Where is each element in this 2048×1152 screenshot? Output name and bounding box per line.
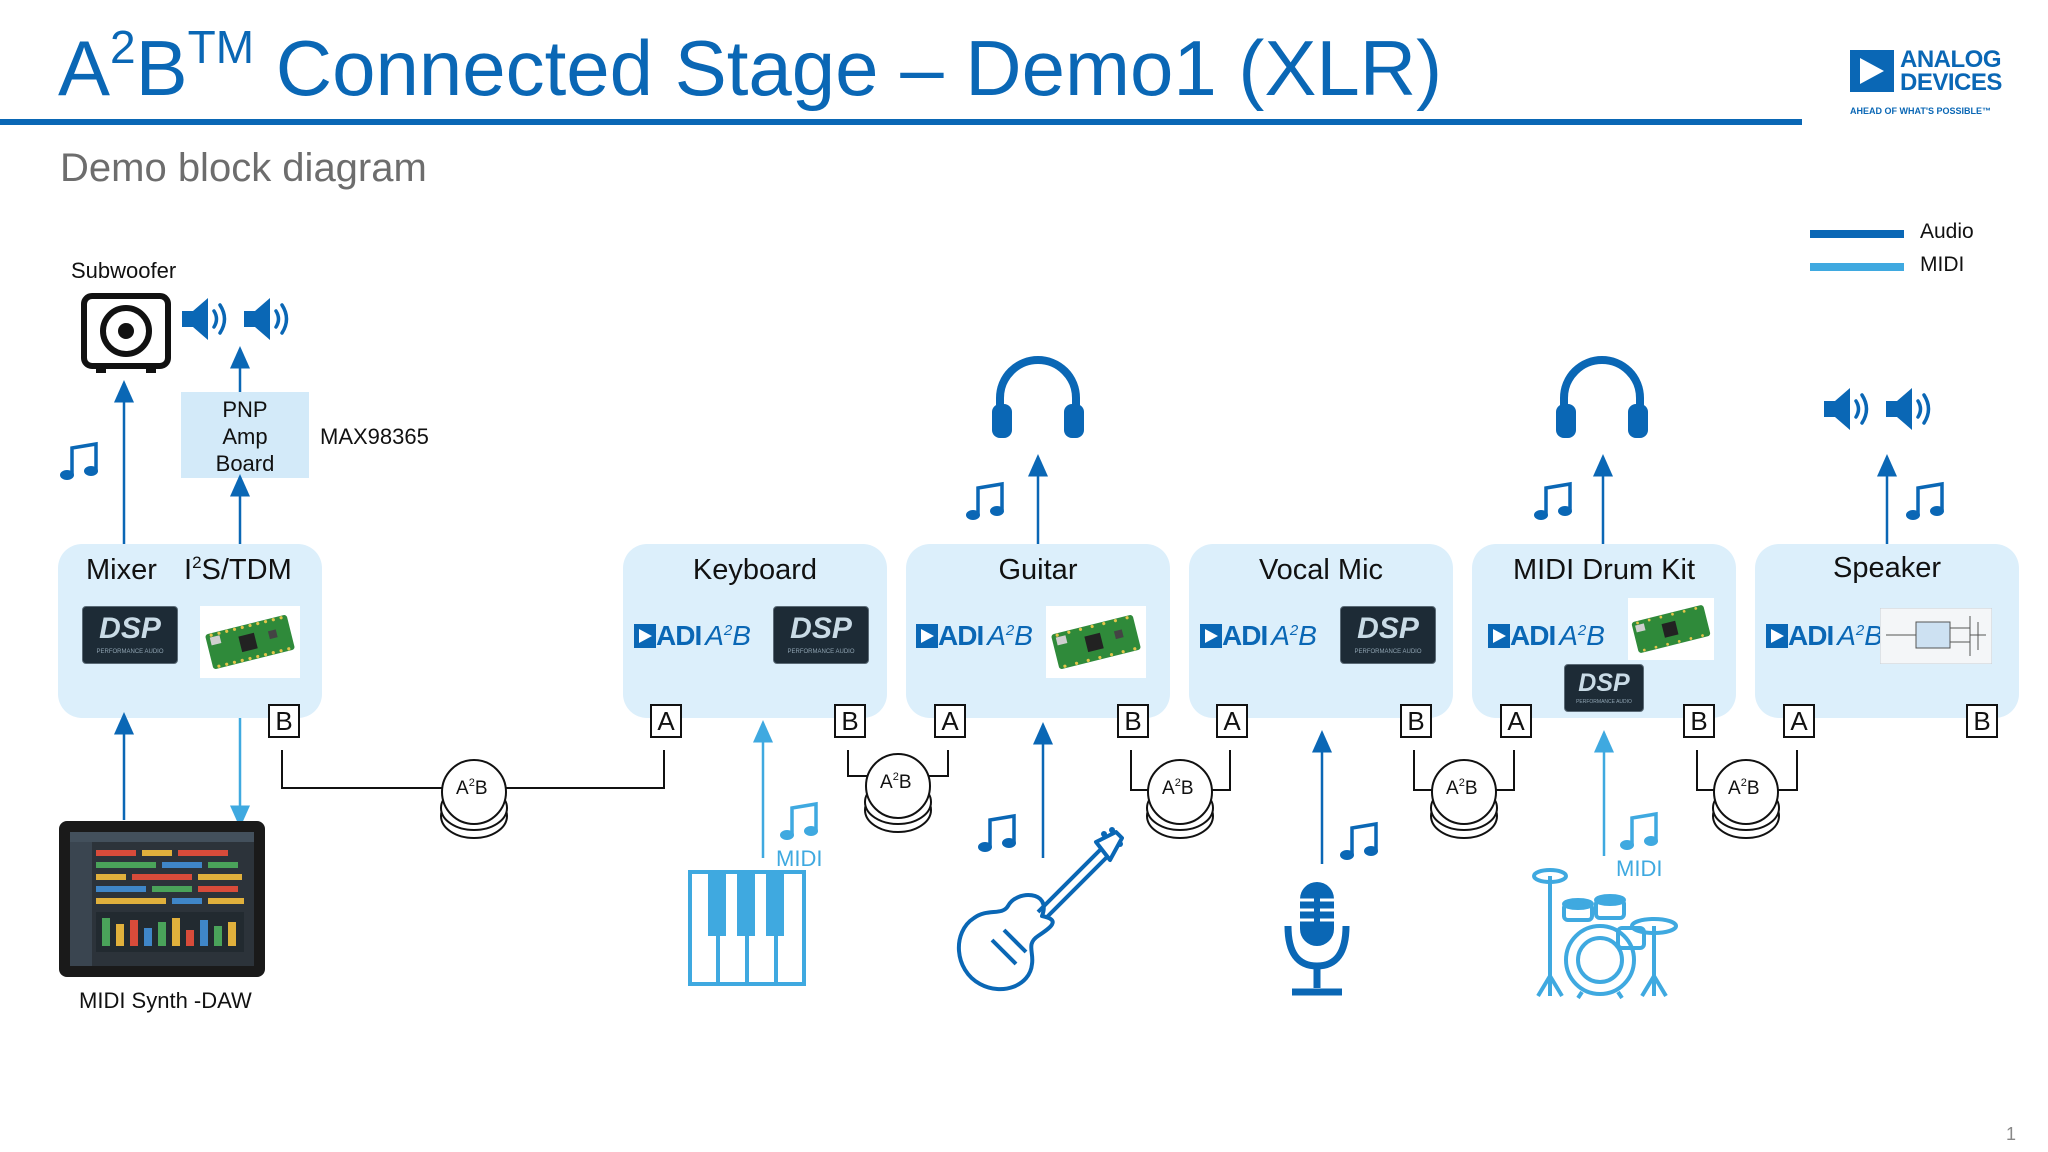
dsp-chip-icon: DSP PERFORMANCE AUDIO <box>1564 664 1644 712</box>
legend-audio-swatch <box>1810 230 1904 238</box>
logo-tagline: AHEAD OF WHAT'S POSSIBLE™ <box>1850 106 1991 116</box>
music-note-icon <box>1340 821 1378 860</box>
terminal-b: B <box>268 704 300 738</box>
analog-devices-logo: ANALOG DEVICES AHEAD OF WHAT'S POSSIBLE™ <box>1850 46 2030 120</box>
logo-mark-icon <box>1850 50 1894 92</box>
music-note-icon <box>1906 481 1944 520</box>
adi-mark-icon <box>1488 624 1510 648</box>
speaker-volume-icon <box>182 298 227 340</box>
music-note-icon <box>978 813 1016 852</box>
dsp-chip-icon: DSP PERFORMANCE AUDIO <box>82 606 178 664</box>
legend-midi-label: MIDI <box>1920 253 1965 276</box>
midi-note-icon <box>1620 811 1658 850</box>
a2b-cable-label: A2B <box>456 777 488 800</box>
page-number: 1 <box>2006 1124 2017 1144</box>
speaker-volume-icon <box>1824 388 1869 430</box>
music-note-icon <box>60 441 98 480</box>
a2b-cable-icon <box>1712 759 1780 839</box>
speaker-volume-icon <box>1886 388 1931 430</box>
a2b-cable-label: A2B <box>880 771 912 794</box>
headphones-icon <box>992 356 1084 438</box>
speaker-volume-icon <box>244 298 289 340</box>
terminal-a: A <box>1500 704 1532 738</box>
a2b-cable-icon <box>440 759 508 839</box>
page-title: A2BTM Connected Stage – Demo1 (XLR) <box>58 21 1443 112</box>
terminal-a: A <box>1783 704 1815 738</box>
a2b-cable-icon <box>864 753 932 833</box>
terminal-a: A <box>934 704 966 738</box>
logo-line2: DEVICES <box>1900 69 2002 96</box>
title-rule <box>0 119 1802 125</box>
guitar-title: Guitar <box>998 554 1078 586</box>
max98365-label: MAX98365 <box>320 424 429 449</box>
subwoofer-label: Subwoofer <box>71 258 177 283</box>
microphone-icon <box>1284 882 1350 996</box>
a2b-cable-icon <box>1146 759 1214 839</box>
amp-schematic-icon <box>1880 608 1992 664</box>
midi-note-icon <box>780 801 818 840</box>
music-note-icon <box>1534 481 1572 520</box>
terminal-b: B <box>834 704 866 738</box>
music-note-icon <box>966 481 1004 520</box>
a2b-cable-label: A2B <box>1446 777 1478 800</box>
daw-label: MIDI Synth -DAW <box>79 988 252 1013</box>
a2b-cable-label: A2B <box>1728 777 1760 800</box>
pico-board-icon <box>1628 598 1714 660</box>
terminal-b: B <box>1400 704 1432 738</box>
piano-keyboard-icon <box>688 870 806 986</box>
dsp-chip-icon: DSP PERFORMANCE AUDIO <box>773 606 869 664</box>
adi-mark-icon <box>1766 624 1788 648</box>
i2s-tdm-title: I2S/TDM <box>184 553 292 586</box>
headphones-icon <box>1556 356 1648 438</box>
terminal-b: B <box>1683 704 1715 738</box>
terminal-a: A <box>1216 704 1248 738</box>
mixer-title: Mixer <box>86 554 157 586</box>
drum-kit-icon <box>1532 868 1678 1000</box>
guitar-icon <box>957 827 1124 992</box>
terminal-b: B <box>1117 704 1149 738</box>
a2b-cable-label: A2B <box>1162 777 1194 800</box>
keyboard-title: Keyboard <box>692 554 818 586</box>
pico-board-icon <box>1046 606 1146 678</box>
dsp-chip-icon: DSP PERFORMANCE AUDIO <box>1340 606 1436 664</box>
daw-tablet-icon <box>59 821 265 977</box>
vocal-mic-title: Vocal Mic <box>1258 554 1384 586</box>
logo-line1: ANALOG <box>1900 46 2002 73</box>
legend-midi-swatch <box>1810 263 1904 271</box>
speaker-title: Speaker <box>1832 552 1941 584</box>
subwoofer-icon <box>81 293 171 373</box>
terminal-b: B <box>1966 704 1998 738</box>
drum-kit-title: MIDI Drum Kit <box>1512 554 1696 586</box>
adi-mark-icon <box>916 624 938 648</box>
drum-midi-label: MIDI <box>1616 856 1663 881</box>
terminal-a: A <box>650 704 682 738</box>
a2b-cable-icon <box>1430 759 1498 839</box>
subtitle: Demo block diagram <box>60 146 427 190</box>
adi-mark-icon <box>1200 624 1222 648</box>
keyboard-midi-label: MIDI <box>776 846 823 871</box>
legend-audio-label: Audio <box>1920 220 1974 243</box>
adi-mark-icon <box>634 624 656 648</box>
pico-board-icon <box>200 606 300 678</box>
